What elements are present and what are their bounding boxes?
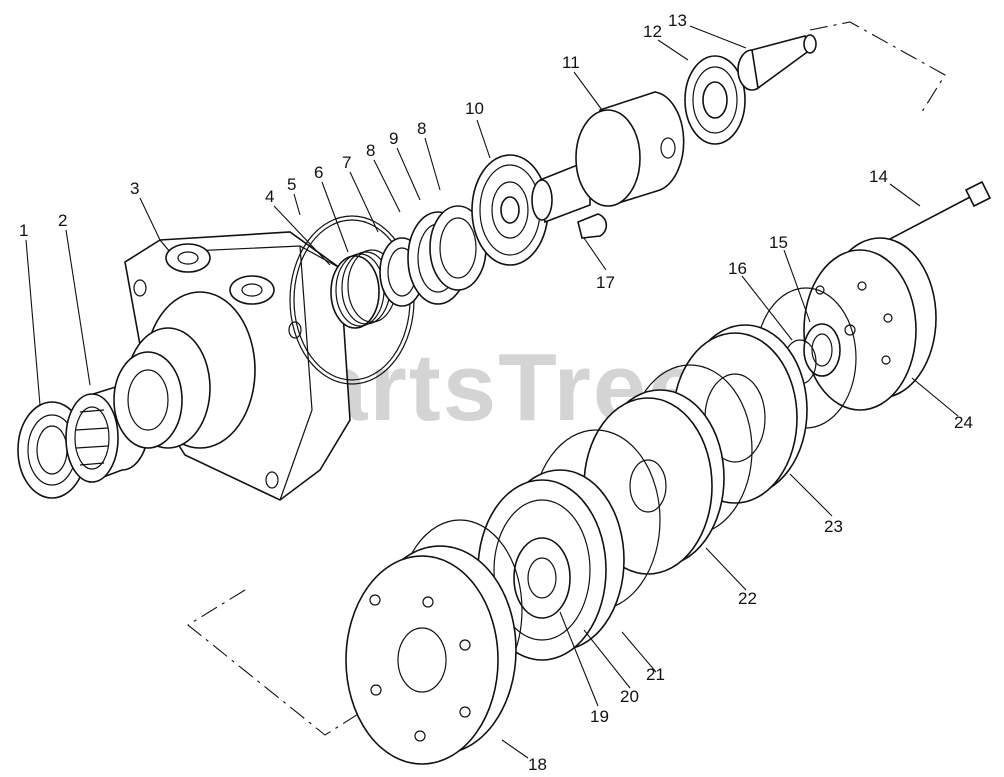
part-woodruff-key[interactable] — [577, 213, 608, 239]
callout-19: 19 — [590, 707, 609, 726]
part-seal-ring[interactable] — [407, 205, 487, 305]
callout-8-first: 8 — [366, 141, 375, 160]
callout-11: 11 — [562, 53, 580, 72]
callout-17: 17 — [596, 273, 615, 292]
callout-18: 18 — [528, 755, 547, 774]
callout-15: 15 — [769, 233, 788, 252]
callout-8-second: 8 — [417, 119, 426, 138]
part-bolt[interactable] — [887, 180, 992, 241]
callout-12: 12 — [643, 22, 662, 41]
callout-16: 16 — [728, 259, 747, 278]
callout-20: 20 — [620, 687, 639, 706]
part-manifold[interactable] — [583, 364, 753, 575]
callout-6: 6 — [314, 163, 323, 182]
callout-5: 5 — [287, 175, 296, 194]
callout-9: 9 — [389, 129, 398, 148]
centerline-upper — [809, 21, 946, 116]
part-rotor[interactable] — [513, 537, 571, 619]
callout-3: 3 — [130, 179, 139, 198]
part-end-plate[interactable] — [345, 519, 523, 765]
callout-1: 1 — [19, 221, 28, 240]
part-housing[interactable] — [113, 231, 351, 501]
callout-13: 13 — [668, 11, 687, 30]
callout-14: 14 — [869, 167, 888, 186]
callout-labels: 1 2 3 4 5 6 7 8 9 8 10 11 12 13 14 15 16… — [19, 11, 973, 774]
part-shaft-bearing[interactable] — [684, 55, 746, 145]
part-thrust-bearing[interactable] — [471, 154, 549, 266]
part-commutator-ring[interactable] — [803, 323, 841, 377]
part-splined-shaft[interactable] — [737, 34, 817, 91]
callout-4: 4 — [265, 187, 274, 206]
part-drive-shaft[interactable] — [531, 91, 685, 224]
callout-10: 10 — [465, 99, 484, 118]
callout-22: 22 — [738, 589, 757, 608]
callout-7: 7 — [342, 153, 351, 172]
callout-21: 21 — [646, 665, 665, 684]
callout-24: 24 — [954, 413, 973, 432]
callout-23: 23 — [824, 517, 843, 536]
callout-2: 2 — [58, 211, 67, 230]
leader-lines — [25, 25, 959, 759]
